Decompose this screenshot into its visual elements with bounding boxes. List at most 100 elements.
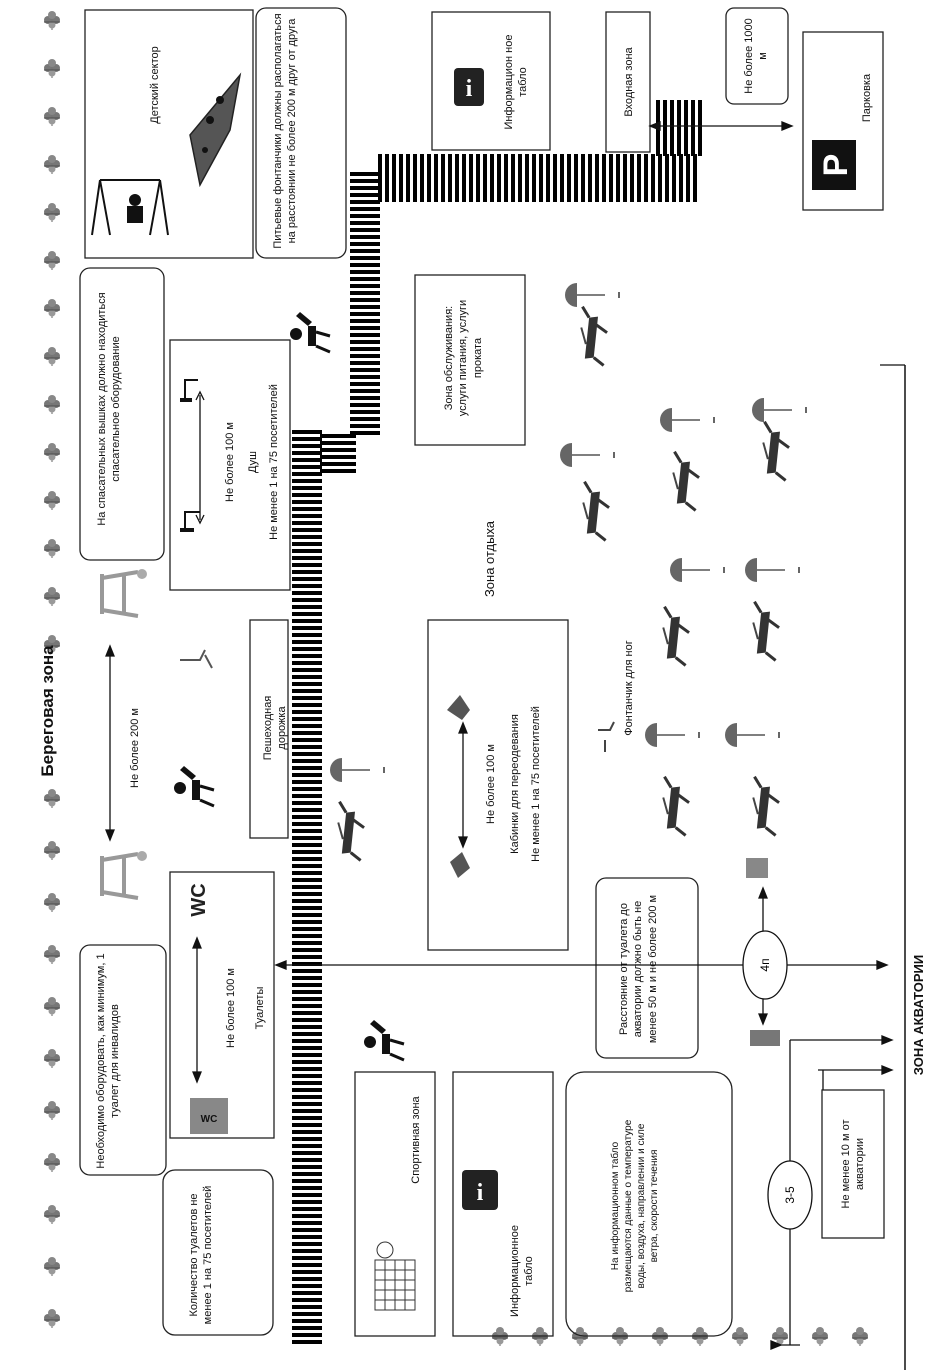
footpath-stripe <box>292 927 322 931</box>
drinking-fountain-icon-2 <box>172 764 216 808</box>
footpath-label: Пешеходная дорожка <box>262 695 289 761</box>
footpath-stripe <box>448 154 452 202</box>
footpath-stripe <box>292 640 322 644</box>
footpath-stripe <box>292 535 322 539</box>
footpath-stripe <box>350 179 380 183</box>
footpath-stripe <box>320 455 356 459</box>
footpath-stripe <box>350 214 380 218</box>
footpath-stripe <box>350 193 380 197</box>
disabled-note: Необходимо оборудовать, как минимум, 1 т… <box>95 953 122 1169</box>
footpath-stripe <box>292 983 322 987</box>
footpath-stripe <box>292 794 322 798</box>
footpath-stripe <box>686 154 690 202</box>
footpath-stripe <box>602 154 606 202</box>
footpath-stripe <box>292 465 322 469</box>
footpath-stripe <box>292 1053 322 1057</box>
foot-fountain-icon <box>598 721 615 752</box>
shower-icon <box>180 379 205 532</box>
footpath-stripe <box>292 801 322 805</box>
footpath-stripe <box>350 368 380 372</box>
rescue-note: На спасательных вышках должно находиться… <box>96 292 123 526</box>
footpath-stripe <box>292 528 322 532</box>
foot-fountain-label: Фонтанчик для ног <box>623 640 635 736</box>
parking-box <box>802 31 884 211</box>
footpath-stripe <box>292 584 322 588</box>
footpath-stripe <box>292 1284 322 1288</box>
footpath-stripe <box>609 154 613 202</box>
footpath-stripe <box>292 542 322 546</box>
footpath-stripe <box>595 154 599 202</box>
footpath-stripe <box>292 1214 322 1218</box>
drinking-fountain-icon-1 <box>288 310 332 354</box>
footpath-stripe <box>292 556 322 560</box>
footpath-stripe <box>292 1025 322 1029</box>
footpath-stripe <box>427 154 431 202</box>
rescue-tower-icon-2 <box>100 849 149 900</box>
footpath-stripe <box>644 154 648 202</box>
footpath-stripe <box>292 1249 322 1253</box>
footpath-stripe <box>350 172 380 176</box>
wc-icon: WC WC <box>188 883 228 1134</box>
footpath-stripe <box>292 521 322 525</box>
umbrella-icon <box>659 407 715 433</box>
footpath-stripe <box>292 913 322 917</box>
footpath-stripe <box>320 434 356 438</box>
footpath-stripe <box>292 577 322 581</box>
page-title: Береговая зона <box>38 645 57 777</box>
footpath-stripe <box>350 270 380 274</box>
footpath-stripe <box>292 1046 322 1050</box>
footpath-stripe <box>292 990 322 994</box>
footpath-stripe <box>292 549 322 553</box>
sunbed-icon <box>656 450 714 512</box>
service-zone-box <box>414 274 526 446</box>
footpath-stripe <box>292 1172 322 1176</box>
svg-text:WC: WC <box>201 1114 218 1125</box>
footpath-stripe <box>292 1158 322 1162</box>
footpath-stripe <box>292 878 322 882</box>
footpath-stripe <box>350 354 380 358</box>
sports-net-icon <box>374 1241 416 1311</box>
footpath-stripe <box>292 892 322 896</box>
footpath-stripe <box>350 277 380 281</box>
toilets-dist: Не более 100 м <box>225 968 237 1048</box>
footpath-stripe <box>320 448 356 452</box>
footpath-stripe <box>665 154 669 202</box>
info-board-bottom-label: Информационное табло <box>509 1225 536 1317</box>
footpath-stripe <box>693 154 697 202</box>
footpath-stripe <box>292 857 322 861</box>
footpath-stripe <box>292 486 322 490</box>
footpath-stripe <box>292 948 322 952</box>
footpath-stripe <box>292 955 322 959</box>
info-board-bottom-icon: i <box>462 1170 498 1210</box>
footpath-stripe <box>292 1235 322 1239</box>
footpath-stripe <box>292 1277 322 1281</box>
footpath-stripe <box>292 626 322 630</box>
footpath-stripe <box>574 154 578 202</box>
board-data-note: На информационном табло размещаются данн… <box>610 1119 660 1293</box>
footpath-stripe <box>483 154 487 202</box>
footpath-stripe <box>630 154 634 202</box>
footpath-stripe <box>350 291 380 295</box>
footpath-stripe <box>350 305 380 309</box>
footpath-stripe <box>292 899 322 903</box>
toilet-water-box <box>595 877 699 1059</box>
footpath-stripe <box>350 396 380 400</box>
footpath-stripe <box>504 154 508 202</box>
entrance-label: Входная зона <box>623 47 635 117</box>
parking-icon: P <box>812 140 856 190</box>
umbrella-icon <box>329 757 385 783</box>
footpath-stripe <box>350 242 380 246</box>
footpath-stripe <box>588 154 592 202</box>
footpath-stripe <box>320 469 356 473</box>
footpath-stripe <box>292 598 322 602</box>
footpath-stripe <box>292 1123 322 1127</box>
sunbed-icon <box>321 800 379 862</box>
footpath-stripe <box>292 1305 322 1309</box>
footpath-stripe <box>350 410 380 414</box>
board-data-box <box>565 1071 733 1337</box>
umbrella-icon <box>669 557 725 583</box>
sunbed-icon <box>646 775 704 837</box>
footpath-stripe <box>350 326 380 330</box>
svg-text:WC: WC <box>188 883 210 916</box>
footpath-stripe <box>350 186 380 190</box>
